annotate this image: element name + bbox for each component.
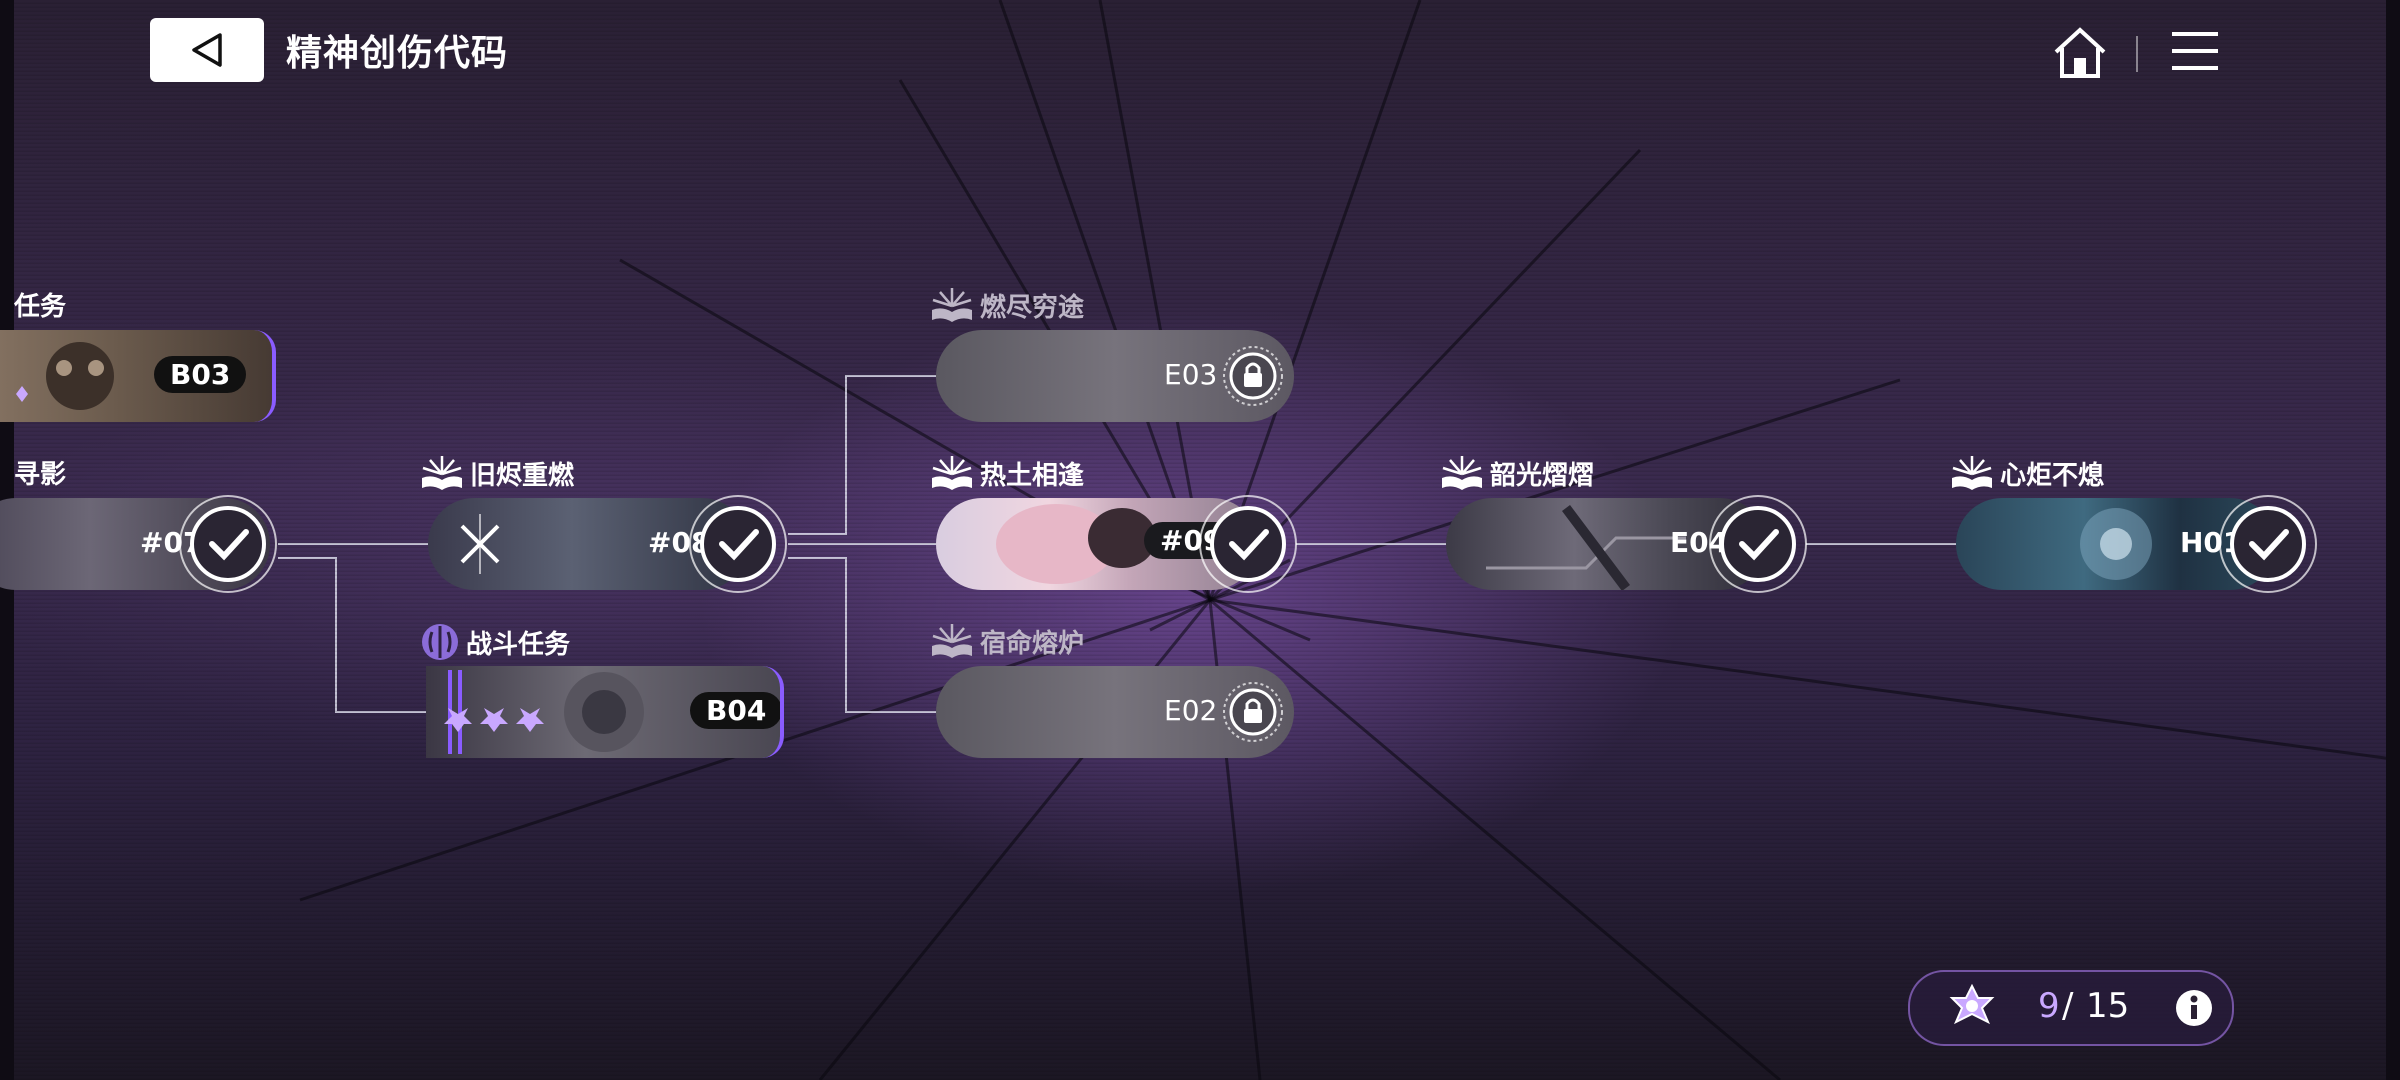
completed-check-icon	[689, 495, 787, 593]
stage-art-e04	[1486, 505, 1686, 590]
star-progress-panel[interactable]: 9 / 15	[1908, 970, 2234, 1046]
stage-card-b03[interactable]: B03	[0, 330, 276, 422]
lock-icon	[1223, 682, 1283, 742]
stage-label-e04: 韶光熠熠	[1440, 454, 1594, 492]
stage-card-b04[interactable]: B04	[426, 666, 784, 758]
stage-label-text: 韶光熠熠	[1490, 460, 1595, 491]
brain-icon	[422, 624, 458, 660]
stage-art-b04	[444, 670, 644, 754]
book-sunrise-icon	[932, 456, 972, 490]
hamburger-menu-icon	[2172, 32, 2218, 70]
stage-label-b04: 战斗任务	[420, 622, 570, 662]
stage-code-e02: E02	[1164, 694, 1218, 727]
completed-check-icon	[1199, 495, 1297, 593]
stage-label-text: 任务	[14, 292, 67, 322]
stage-label-text: 燃尽穷途	[980, 292, 1085, 323]
lock-icon	[1223, 346, 1283, 406]
stage-label-07: 寻影	[14, 454, 66, 491]
stage-label-h01: 心炬不熄	[1950, 454, 2104, 492]
stage-code-e03: E03	[1164, 358, 1218, 391]
completed-check-icon	[1709, 495, 1807, 593]
stage-label-text: 战斗任务	[466, 629, 571, 660]
stage-label-text: 热土相逢	[980, 460, 1085, 491]
stage-card-h01[interactable]: H01	[1956, 498, 2276, 590]
star-badge-icon	[1949, 984, 1995, 1025]
stage-card-e04[interactable]: E04	[1446, 498, 1766, 590]
stage-label-e03: 燃尽穷途	[930, 286, 1084, 324]
stage-code-b03: B03	[154, 356, 247, 393]
stage-card-e02[interactable]: E02	[936, 666, 1294, 758]
home-icon	[2054, 27, 2106, 78]
stars-separator: /	[2062, 986, 2074, 1026]
crossed-swords-icon	[460, 514, 500, 574]
stage-label-text: 心炬不熄	[2000, 460, 2105, 491]
stage-card-e03[interactable]: E03	[936, 330, 1294, 422]
book-sunrise-icon	[932, 288, 972, 322]
back-triangle-icon	[192, 33, 222, 67]
right-edge	[2386, 0, 2400, 1080]
stage-label-text: 宿命熔炉	[980, 628, 1085, 659]
menu-button[interactable]	[2170, 28, 2220, 74]
stage-label-08: 旧烬重燃	[420, 454, 574, 492]
stars-earned: 9	[2038, 986, 2060, 1026]
stage-code-b04: B04	[690, 692, 780, 729]
header-divider	[2136, 36, 2138, 72]
book-sunrise-icon	[422, 456, 462, 490]
stars-total: 15	[2086, 986, 2130, 1026]
stage-label-text: 寻影	[14, 460, 67, 490]
stage-card-08[interactable]: #08	[428, 498, 748, 590]
back-button[interactable]	[150, 18, 264, 82]
stage-label-09: 热土相逢	[930, 454, 1084, 492]
stage-code-e04: E04	[1670, 526, 1729, 559]
completed-check-icon	[179, 495, 277, 593]
info-icon[interactable]	[2174, 988, 2214, 1028]
stage-art-h01	[2080, 508, 2152, 580]
home-button[interactable]	[2050, 24, 2110, 80]
completed-check-icon	[2219, 495, 2317, 593]
stage-art-09	[996, 504, 1156, 584]
book-sunrise-icon	[932, 624, 972, 658]
page-title: 精神创伤代码	[286, 33, 509, 74]
stage-label-e02: 宿命熔炉	[930, 622, 1084, 660]
stage-label-text: 旧烬重燃	[470, 460, 575, 491]
stage-art-b03	[16, 342, 114, 410]
book-sunrise-icon	[1952, 456, 1992, 490]
stage-label-b03: 任务	[14, 286, 66, 323]
book-sunrise-icon	[1442, 456, 1482, 490]
